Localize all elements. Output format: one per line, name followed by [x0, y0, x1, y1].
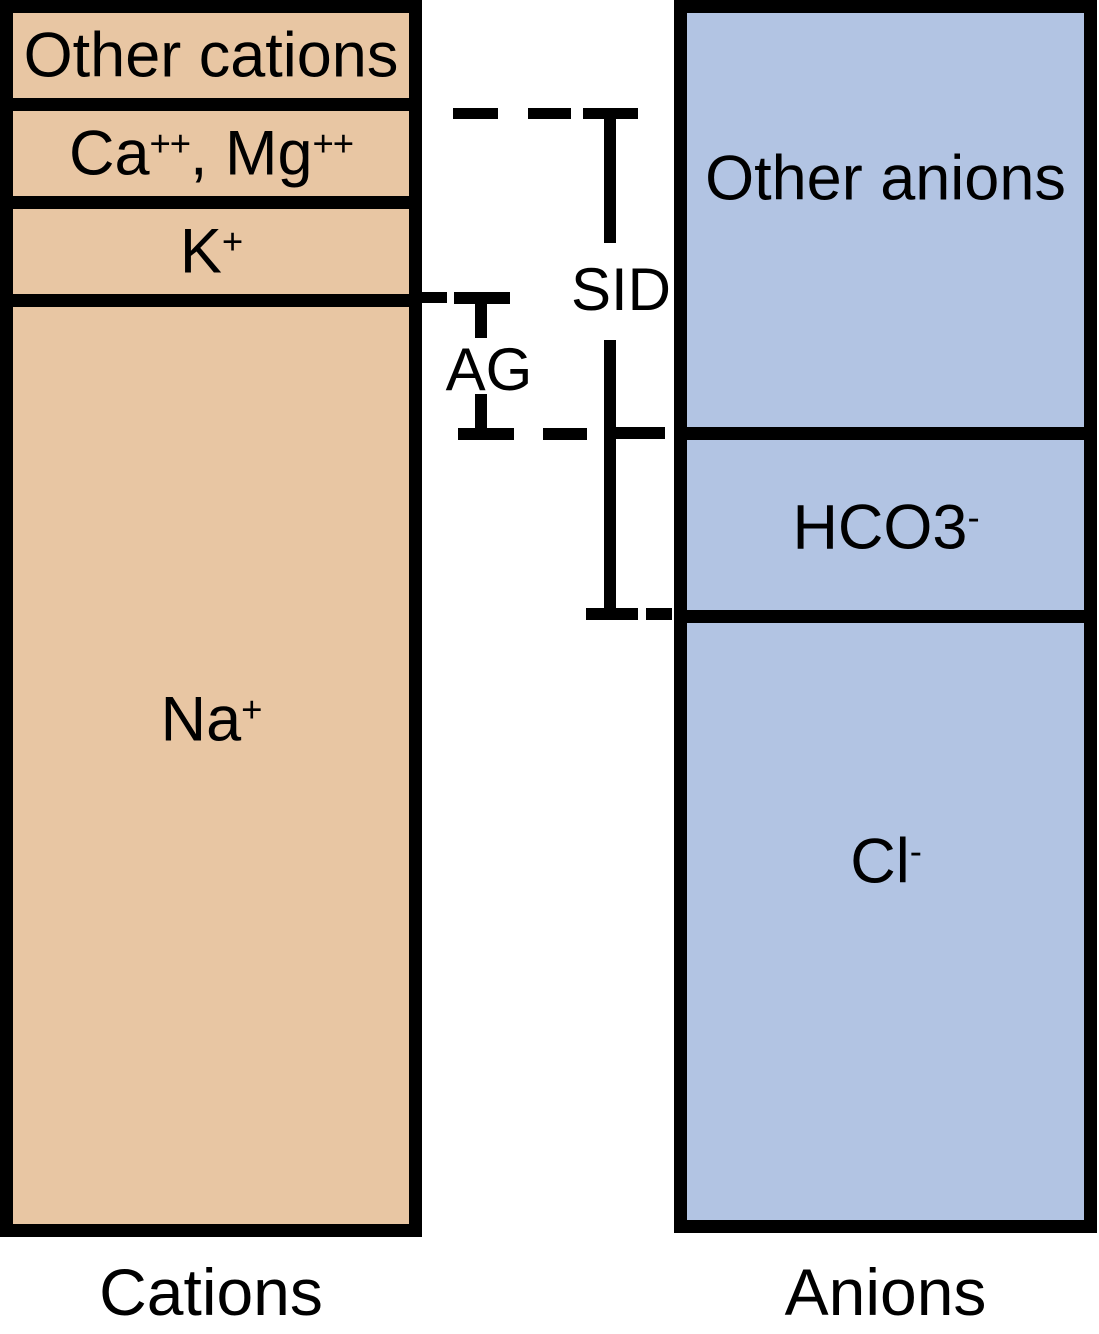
anions-column: Other anions HCO3- Cl- — [674, 0, 1097, 1233]
segment-other-cations: Other cations — [13, 13, 409, 98]
segment-label-k: K+ — [179, 216, 243, 286]
ag-stem-upper — [475, 304, 487, 338]
cations-column: Other cations Ca++, Mg++ K+ Na+ — [0, 0, 422, 1237]
sid-line-upper — [604, 119, 616, 243]
sid-bottom-dash — [646, 608, 672, 620]
ag-top-dash — [422, 292, 447, 303]
sid-top-tbar — [583, 108, 638, 119]
ag-bottom-tbar — [458, 428, 514, 440]
segment-other-anions: Other anions — [687, 13, 1084, 427]
ag-label: AG — [445, 336, 533, 403]
segment-ca-mg: Ca++, Mg++ — [13, 98, 409, 196]
cations-caption: Cations — [99, 1255, 323, 1329]
segment-label-na: Na+ — [160, 684, 263, 755]
sid-label: SID — [570, 256, 672, 323]
segment-label-other-anions: Other anions — [705, 143, 1066, 214]
segment-label-other-cations: Other cations — [23, 20, 399, 90]
segment-hco3: HCO3- — [687, 427, 1084, 610]
ag-mid-dash — [543, 428, 587, 440]
sid-line-lower — [604, 340, 616, 620]
anions-caption: Anions — [784, 1255, 987, 1329]
ag-stem-lower — [475, 394, 487, 428]
segment-label-hco3: HCO3- — [792, 492, 979, 563]
segment-cl: Cl- — [687, 610, 1084, 1220]
segment-label-ca-mg: Ca++, Mg++ — [68, 118, 354, 188]
segment-label-cl: Cl- — [850, 826, 922, 897]
sid-mid-tick — [606, 427, 665, 439]
ag-top-tbar — [454, 292, 510, 304]
sid-bottom-tbar — [586, 608, 638, 620]
segment-na: Na+ — [13, 294, 409, 1224]
sid-top-dash-2 — [528, 108, 571, 119]
segment-k: K+ — [13, 196, 409, 294]
sid-top-dash-1 — [453, 108, 498, 119]
